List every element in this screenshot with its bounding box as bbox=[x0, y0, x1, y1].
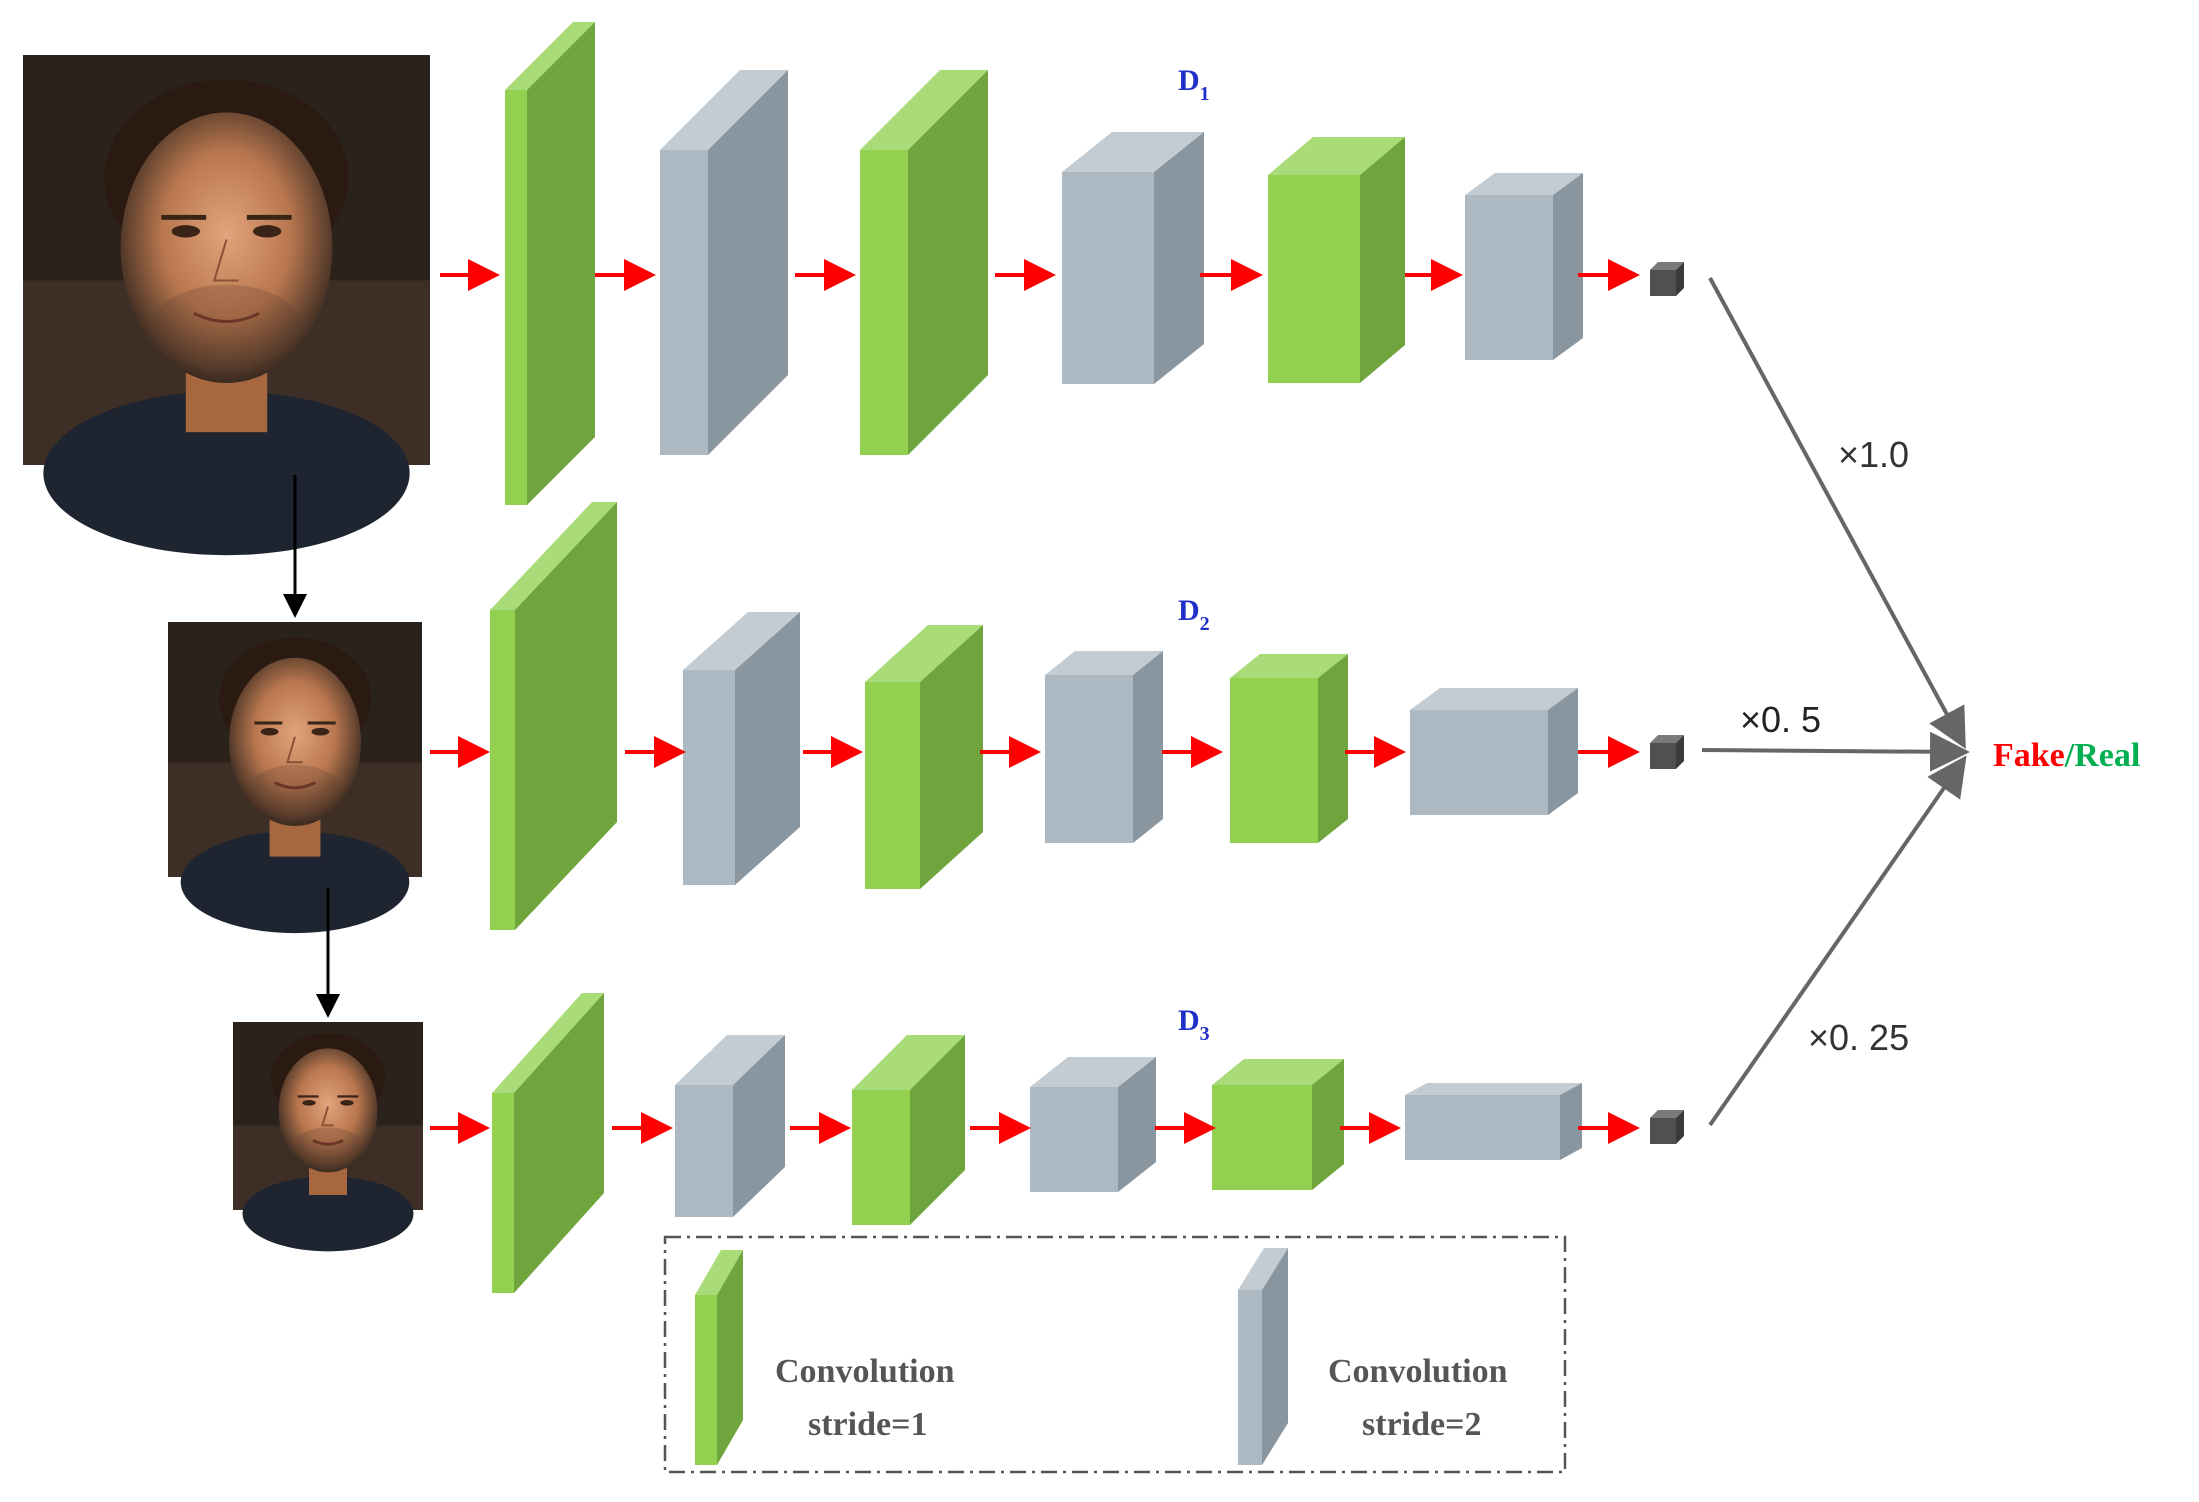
conv-block-d2-4 bbox=[1045, 651, 1163, 843]
connector-line-2 bbox=[1701, 731, 1970, 772]
conv-block-d3-1 bbox=[492, 993, 604, 1293]
real-label: Real bbox=[2074, 737, 2140, 774]
legend-label-stride2-line1: Convolution bbox=[1328, 1353, 1508, 1390]
connector-line-3 bbox=[1708, 755, 1967, 1127]
conv-block-d1-6 bbox=[1465, 173, 1583, 360]
legend-label-stride2-line2: stride=2 bbox=[1362, 1406, 1481, 1443]
weight-label-1: ×1.0 bbox=[1838, 434, 1909, 475]
conv-block-d2-3 bbox=[865, 625, 983, 889]
output-label: Fake/Real bbox=[1993, 737, 2140, 774]
conv-block-d2-1 bbox=[490, 502, 617, 930]
face-photo-small bbox=[233, 1022, 423, 1252]
conv-block-d2-5 bbox=[1230, 654, 1348, 843]
conv-block-d2-2 bbox=[683, 612, 800, 885]
weight-label-2: ×0. 5 bbox=[1740, 699, 1821, 740]
legend-label-stride1-line1: Convolution bbox=[775, 1353, 955, 1390]
output-cube-d2 bbox=[1650, 735, 1684, 769]
legend-label-stride1-line2: stride=1 bbox=[808, 1406, 927, 1443]
legend-box bbox=[663, 1235, 1567, 1474]
conv-block-d1-3 bbox=[860, 70, 988, 455]
weight-label-3: ×0. 25 bbox=[1808, 1017, 1909, 1058]
conv-block-d1-2 bbox=[660, 70, 788, 455]
face-photo-medium bbox=[168, 622, 422, 934]
conv-block-d1-1 bbox=[505, 22, 595, 505]
conv-block-d1-5 bbox=[1268, 137, 1405, 383]
conv-block-d1-4 bbox=[1062, 132, 1204, 384]
conv-block-d3-2 bbox=[675, 1035, 785, 1217]
output-cube-d1 bbox=[1650, 262, 1684, 296]
legend-green-block bbox=[695, 1250, 743, 1465]
conv-block-d3-5 bbox=[1212, 1059, 1344, 1190]
fake-label: Fake bbox=[1993, 737, 2065, 774]
output-cube-d3 bbox=[1650, 1110, 1684, 1144]
branch-label-d1: D1 bbox=[1178, 64, 1210, 105]
conv-block-d3-6 bbox=[1405, 1083, 1582, 1160]
conv-block-d3-4 bbox=[1030, 1057, 1156, 1192]
connector-line-1 bbox=[1708, 277, 1966, 750]
branch-label-d2: D2 bbox=[1178, 594, 1210, 635]
conv-block-d2-6 bbox=[1410, 688, 1578, 815]
slash-label: / bbox=[2064, 737, 2075, 774]
face-photo-large bbox=[23, 55, 430, 556]
conv-block-d3-3 bbox=[852, 1035, 965, 1225]
legend-gray-block bbox=[1238, 1248, 1288, 1465]
branch-label-d3: D3 bbox=[1178, 1004, 1210, 1045]
